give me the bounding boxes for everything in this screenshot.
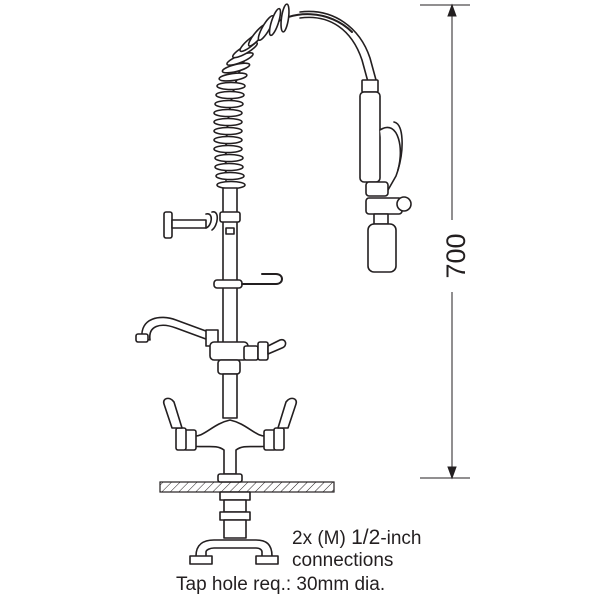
height-dimension-label: 700 <box>440 233 471 279</box>
counter-top <box>159 481 335 493</box>
spray-hook <box>213 273 283 289</box>
wall-bracket <box>163 211 219 239</box>
upper-valve-body <box>209 338 287 375</box>
tap-hole-requirement: Tap hole req.: 30mm dia. <box>176 574 386 595</box>
connection-count-text: 2x (M) <box>292 528 352 549</box>
swivel-spout <box>135 316 219 347</box>
connection-unit-text: -inch <box>380 528 422 549</box>
spray-valve <box>359 91 412 273</box>
dimension-line <box>420 3 470 480</box>
mixer-column <box>222 373 238 419</box>
pre-rinse-hose <box>299 10 377 83</box>
riser-pipe <box>219 187 241 349</box>
under-counter-fittings <box>189 491 279 565</box>
connection-fraction: 1/2 <box>351 526 381 549</box>
coil-spring <box>213 3 353 190</box>
connections-label-line2: connections <box>292 550 394 571</box>
connections-label-line1: 2x (M) 1/2-inch <box>292 527 422 550</box>
mixer-body <box>162 397 298 483</box>
